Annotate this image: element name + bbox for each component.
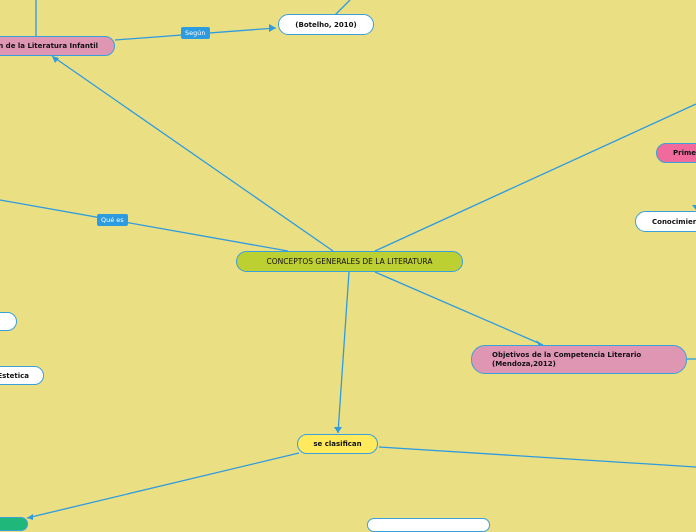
node-text: (Botelho, 2010) <box>295 20 357 29</box>
node-text-line1: Objetivos de la Competencia Literario <box>492 350 642 359</box>
node-primero[interactable]: Prime <box>656 143 696 163</box>
node-se-clasifican[interactable]: se clasifican <box>297 434 378 454</box>
node-text: Conocimien <box>652 217 696 226</box>
node-green-partial[interactable] <box>0 517 28 531</box>
central-topic[interactable]: CONCEPTOS GENERALES DE LA LITERATURA <box>236 251 463 272</box>
node-text: Prime <box>673 149 696 157</box>
segun-label: Según <box>181 27 210 39</box>
node-literatura-infantil[interactable]: n de la Literatura Infantil <box>0 36 115 56</box>
node-text: Estetica <box>0 371 29 380</box>
node-text: se clasifican <box>313 440 362 448</box>
node-objetivos[interactable]: Objetivos de la Competencia Literario(Me… <box>471 345 687 374</box>
node-botelho[interactable]: (Botelho, 2010) <box>278 14 374 35</box>
node-left-partial[interactable]: l <box>0 312 17 331</box>
central-topic-text: CONCEPTOS GENERALES DE LA LITERATURA <box>266 257 433 266</box>
que-es-label: Qué es <box>97 214 128 226</box>
node-text: n de la Literatura Infantil <box>0 42 98 50</box>
connector-lines <box>0 0 696 520</box>
node-bottom-partial[interactable] <box>367 518 490 532</box>
node-text-line2: (Mendoza,2012) <box>492 359 556 368</box>
node-estetica[interactable]: Estetica <box>0 366 44 385</box>
node-conocimiento[interactable]: Conocimien <box>635 211 696 232</box>
